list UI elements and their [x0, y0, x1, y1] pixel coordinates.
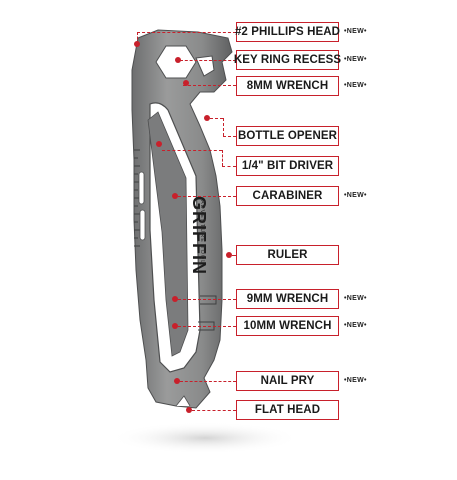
connector-nail-pry [180, 381, 236, 382]
label-bit-driver: 1/4" BIT DRIVER [236, 156, 339, 176]
pointer-bit [156, 141, 162, 147]
connector-bit [222, 166, 236, 167]
pointer-phillips [134, 41, 140, 47]
label-8mm-wrench: 8MM WRENCH [236, 76, 339, 96]
new-tag-key-ring-recess: •NEW• [344, 56, 367, 63]
connector-bottle [223, 136, 236, 137]
connector-flat-head [192, 410, 236, 411]
pointer-10mm [172, 323, 178, 329]
label-10mm-wrench: 10MM WRENCH [236, 316, 339, 336]
connector-bit-vertical [222, 150, 223, 166]
label-nail-pry: NAIL PRY [236, 371, 339, 391]
ruler-ticks [134, 149, 140, 247]
wrench-notch-9mm [200, 295, 217, 305]
pointer-ruler [226, 252, 232, 258]
connector-bottle-top [210, 118, 223, 119]
new-tag-nail-pry: •NEW• [344, 377, 367, 384]
label-9mm-wrench: 9MM WRENCH [236, 289, 339, 309]
connector-ruler [232, 255, 236, 256]
connector-phillips-vertical [137, 32, 138, 44]
pointer-nail-pry [174, 378, 180, 384]
pointer-flat-head [186, 407, 192, 413]
new-tag-8mm-wrench: •NEW• [344, 82, 367, 89]
connector-bottle-vertical [223, 118, 224, 136]
pointer-carabiner [172, 193, 178, 199]
brand-tagline: ADVENTURE TOOL [199, 200, 205, 265]
pointer-8mm [183, 80, 189, 86]
new-tag-10mm-wrench: •NEW• [344, 322, 367, 329]
pointer-9mm [172, 296, 178, 302]
rail-slot-2 [139, 209, 146, 241]
nail-pry-notch [175, 395, 191, 407]
pointer-key-ring [175, 57, 181, 63]
connector-8mm [183, 85, 236, 86]
connector-10mm [178, 326, 236, 327]
carabiner-gate [147, 111, 189, 357]
new-tag-carabiner: •NEW• [344, 192, 367, 199]
rail-slot-1 [138, 171, 145, 205]
connector-phillips [137, 32, 236, 33]
label-carabiner: CARABINER [236, 186, 339, 206]
connector-bit-top [162, 150, 222, 151]
bottle-opener-notch [195, 55, 215, 77]
pointer-bottle [204, 115, 210, 121]
label-ruler: RULER [236, 245, 339, 265]
label-phillips-head: #2 PHILLIPS HEAD [235, 22, 340, 42]
label-bottle-opener: BOTTLE OPENER [236, 126, 339, 146]
new-tag-9mm-wrench: •NEW• [344, 295, 367, 302]
new-tag-phillips-head: •NEW• [344, 28, 367, 35]
connector-carabiner [178, 196, 236, 197]
label-flat-head: FLAT HEAD [236, 400, 339, 420]
label-key-ring-recess: KEY RING RECESS [234, 50, 341, 70]
connector-key-ring [180, 60, 236, 61]
connector-9mm [178, 299, 236, 300]
